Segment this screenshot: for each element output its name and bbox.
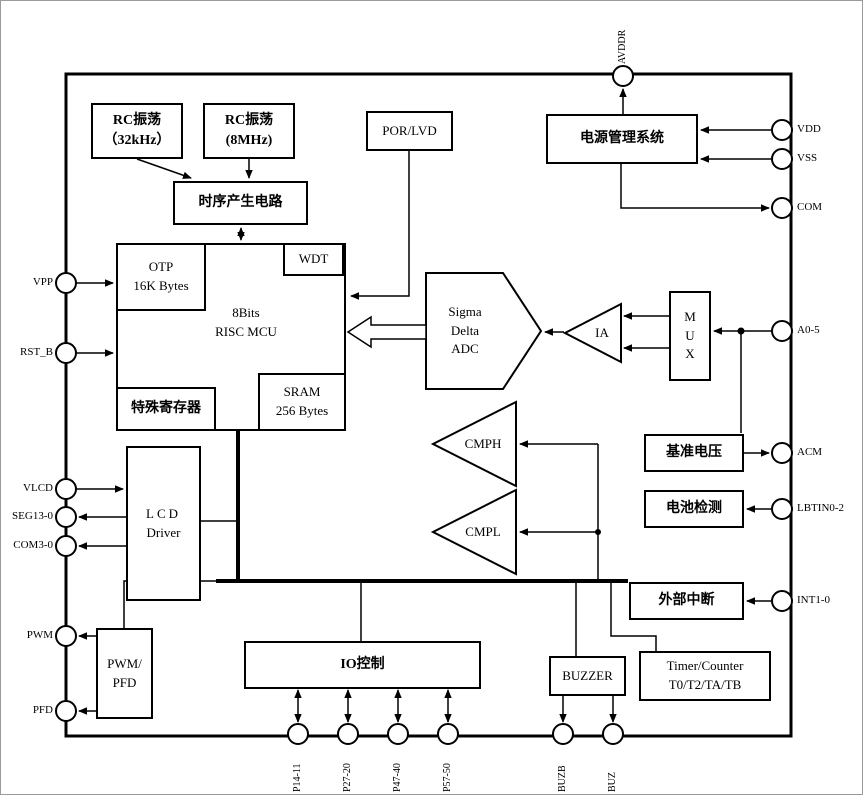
timer-line2: T0/T2/TA/TB	[668, 677, 742, 692]
block-vref: 基准电压	[644, 434, 744, 472]
cmph-comparator-shape	[430, 400, 517, 488]
pin-circle-vdd	[771, 119, 793, 141]
pin-label-p47-40: P47-40	[392, 763, 403, 792]
block-power-management: 电源管理系统	[546, 114, 698, 164]
pin-label-pfd: PFD	[32, 704, 53, 716]
timer-line1: Timer/Counter	[666, 658, 744, 674]
pin-label-acm: ACM	[797, 446, 823, 458]
adc-line2: Delta	[450, 322, 480, 338]
pin-label-buzb: BUZB	[557, 765, 568, 792]
cmpl-label: CMPL	[465, 523, 501, 539]
pin-circle-buzb	[552, 723, 574, 745]
pin-label-p14-11: P14-11	[292, 763, 303, 792]
mcu-label: 8Bits RISC MCU	[151, 297, 341, 349]
block-io-control: IO控制	[244, 641, 481, 689]
pin-circle-avddr	[612, 65, 634, 87]
pin-circle-buz	[602, 723, 624, 745]
pin-circle-lbtin0-2	[771, 498, 793, 520]
lcd-line2: Driver	[146, 524, 181, 540]
mux-line3: X	[685, 346, 695, 362]
block-rc-osc-8mhz: RC振荡 (8MHz)	[203, 103, 295, 159]
mux-line1: M	[684, 308, 696, 324]
mcu-line1: 8Bits	[232, 305, 260, 321]
otp-line2: 16K Bytes	[133, 278, 189, 293]
block-timer-counter: Timer/Counter T0/T2/TA/TB	[639, 651, 771, 701]
pin-label-lbtin0-2: LBTIN0-2	[797, 502, 845, 514]
block-battery-detect: 电池检测	[644, 490, 744, 528]
pin-label-buz: BUZ	[607, 772, 618, 792]
pin-label-p27-20: P27-20	[342, 763, 353, 792]
cmpl-comparator-shape	[430, 488, 517, 576]
pin-circle-p47-40	[387, 723, 409, 745]
pin-circle-pwm	[55, 625, 77, 647]
pin-label-com3-0: COM3-0	[13, 539, 53, 551]
pin-label-int1-0: INT1-0	[797, 594, 830, 606]
pin-circle-acm	[771, 442, 793, 464]
pin-label-vdd: VDD	[797, 123, 821, 135]
analog-shapes	[425, 272, 622, 576]
signal-wires	[76, 88, 771, 723]
junction-dots	[595, 327, 745, 535]
sigma-delta-adc-shape	[425, 272, 543, 390]
sram-line1: SRAM	[283, 384, 321, 400]
rc8-line2: (8MHz)	[225, 133, 273, 148]
block-otp: OTP 16K Bytes	[116, 243, 206, 311]
block-timing-generator: 时序产生电路	[173, 181, 308, 225]
ia-amplifier-shape	[562, 302, 622, 364]
pin-label-vlcd: VLCD	[23, 482, 53, 494]
block-mux: M U X	[669, 291, 711, 381]
pin-circle-a0-5	[771, 320, 793, 342]
block-external-interrupt: 外部中断	[629, 582, 744, 620]
pin-circle-rst-b	[55, 342, 77, 364]
pwmpfd-line1: PWM/	[107, 655, 142, 671]
pin-label-p57-50: P57-50	[442, 763, 453, 792]
block-lcd-driver: LCD Driver	[126, 446, 201, 601]
lcd-line1: LCD	[146, 505, 181, 521]
pin-circle-vlcd	[55, 478, 77, 500]
pin-circle-p57-50	[437, 723, 459, 745]
ia-label: IA	[595, 324, 609, 340]
pin-circle-p14-11	[287, 723, 309, 745]
pin-label-a0-5: A0-5	[797, 324, 820, 336]
pin-circle-vpp	[55, 272, 77, 294]
rc32-line1: RC振荡	[112, 112, 162, 128]
pin-circles	[55, 65, 793, 745]
mux-line2: U	[685, 327, 695, 343]
pin-circle-com3-0	[55, 535, 77, 557]
pin-circle-vss	[771, 148, 793, 170]
block-buzzer: BUZZER	[549, 656, 626, 696]
pin-label-rst-b: RST_B	[19, 346, 53, 358]
block-por-lvd: POR/LVD	[366, 111, 453, 151]
mcu-line2: RISC MCU	[215, 324, 277, 339]
pwmpfd-line2: PFD	[112, 674, 137, 690]
sigma-delta-adc-label: Sigma Delta ADC	[425, 291, 505, 371]
otp-line1: OTP	[148, 259, 174, 275]
adc-line3: ADC	[451, 341, 479, 357]
internal-bus	[216, 431, 628, 583]
rc32-line2: （32kHz）	[103, 133, 171, 148]
pin-label-seg13-0: SEG13-0	[12, 510, 53, 522]
pin-label-pwm: PWM	[26, 629, 53, 641]
pin-label-avddr: AVDDR	[617, 29, 628, 64]
block-pwm-pfd: PWM/ PFD	[96, 628, 153, 719]
block-special-registers: 特殊寄存器	[116, 387, 216, 431]
adc-line1: Sigma	[448, 303, 482, 319]
pin-circle-com	[771, 197, 793, 219]
pin-circle-int1-0	[771, 590, 793, 612]
block-rc-osc-32khz: RC振荡 （32kHz）	[91, 103, 183, 159]
pin-label-vpp: VPP	[32, 276, 53, 288]
sram-line2: 256 Bytes	[275, 403, 329, 418]
block-wdt: WDT	[283, 243, 344, 276]
pin-circle-p27-20	[337, 723, 359, 745]
adc-to-mcu-block-arrow	[346, 315, 427, 349]
pin-label-com: COM	[797, 201, 823, 213]
cmph-label: CMPH	[464, 435, 502, 451]
pin-circle-seg13-0	[55, 506, 77, 528]
chip-border	[64, 72, 793, 738]
rc8-line1: RC振荡	[224, 112, 274, 128]
pin-circle-pfd	[55, 700, 77, 722]
pin-label-vss: VSS	[797, 152, 818, 164]
block-sram: SRAM 256 Bytes	[258, 373, 346, 431]
